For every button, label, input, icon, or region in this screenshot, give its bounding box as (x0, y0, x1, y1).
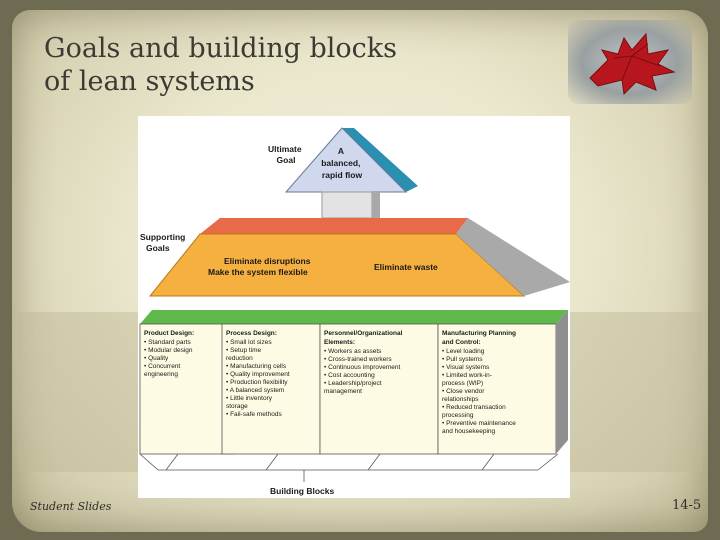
block-4-title-2: and Control: (442, 339, 481, 346)
maple-leaf-decoration (568, 20, 692, 104)
block-2-line: • Fail-safe methods (226, 411, 282, 418)
supporting-goals-label: Supporting Goals (140, 232, 188, 253)
building-block-4: Manufacturing Planning and Control: • Le… (437, 310, 568, 455)
building-block-3: Personnel/Organizational Elements: • Wor… (319, 310, 450, 455)
slide-title-line-1: Goals and building blocks (44, 33, 397, 64)
roof-side (342, 128, 418, 192)
block-2-line: storage (226, 403, 248, 410)
block-3-line: • Workers as assets (324, 348, 382, 355)
block-4-top (438, 310, 568, 324)
maple-leaf-icon (589, 32, 676, 96)
block-3-title-2: Elements: (324, 339, 355, 346)
block-4-line: • Limited work-in- (442, 372, 492, 379)
block-1-lines: • Standard parts • Modular design • Qual… (144, 339, 194, 378)
slide-title: Goals and building blocks of lean system… (44, 32, 464, 98)
diagram-svg: Ultimate Goal A balanced, rapid flow Sup… (139, 127, 570, 496)
ultimate-goal-label-1: Ultimate (268, 144, 302, 154)
block-2-line: • A balanced system (226, 387, 284, 394)
block-4-line: relationships (442, 396, 479, 403)
supporting-left-text: Eliminate disruptions Make the system fl… (208, 256, 313, 277)
block-4-line: and housekeeping (442, 428, 496, 435)
supporting-left-1: Eliminate disruptions (224, 256, 311, 266)
ultimate-goal-text: A balanced, rapid flow (321, 146, 363, 180)
block-3-title: Personnel/Organizational Elements: (324, 330, 404, 346)
block-4-line: process (WIP) (442, 380, 483, 387)
block-4-title: Manufacturing Planning and Control: (442, 330, 518, 346)
ultimate-goal-label: Ultimate Goal (268, 144, 304, 165)
supporting-left-2: Make the system flexible (208, 267, 308, 277)
block-1-front (139, 323, 235, 455)
supporting-goals-label-2: Goals (146, 243, 170, 253)
ultimate-goal-text-2: balanced, (321, 158, 360, 168)
block-2-line: reduction (226, 355, 253, 362)
block-2-line: • Little inventory (226, 395, 273, 402)
block-3-top (320, 310, 450, 324)
chimney-side (372, 192, 380, 218)
supporting-right-text: Eliminate waste (374, 262, 438, 272)
block-2-line: • Quality improvement (226, 371, 290, 378)
supporting-side (456, 218, 570, 296)
block-2-line: • Small lot sizes (226, 339, 272, 346)
building-blocks-label: Building Blocks (270, 486, 335, 496)
block-2-top (222, 310, 332, 324)
block-2-line: • Manufacturing cells (226, 363, 287, 370)
block-4-lines: • Level loading • Pull systems • Visual … (442, 348, 518, 435)
block-1-line: • Concurrent (144, 363, 180, 370)
block-2-title: Process Design: (226, 330, 277, 337)
supporting-goals-label-1: Supporting (140, 232, 185, 242)
block-4-side (556, 310, 568, 454)
block-3-line: • Continuous improvement (324, 364, 401, 371)
block-4-line: • Pull systems (442, 356, 483, 363)
slide-number: 14-5 (672, 498, 702, 513)
slide-title-line-2: of lean systems (44, 66, 255, 97)
block-3-lines: • Workers as assets • Cross-trained work… (324, 348, 402, 395)
block-4-line: processing (442, 412, 474, 419)
block-1-top (140, 310, 246, 324)
block-4-line: • Reduced transaction (442, 404, 506, 411)
chimney (321, 191, 373, 219)
building-blocks-bracket (139, 453, 559, 482)
block-1-line: • Modular design (144, 347, 193, 354)
block-3-title-1: Personnel/Organizational (324, 330, 403, 337)
block-4-line: • Visual systems (442, 364, 490, 371)
block-2-line: • Production flexibility (226, 379, 288, 386)
block-3-line: • Cross-trained workers (324, 356, 392, 363)
block-3-line: • Leadership/project (324, 380, 382, 387)
ultimate-goal-text-1: A (338, 146, 344, 156)
block-1-line: • Quality (144, 355, 169, 362)
block-4-title-1: Manufacturing Planning (442, 330, 516, 337)
ultimate-goal-label-2: Goal (277, 155, 296, 165)
building-block-2: Process Design: • Small lot sizes • Setu… (221, 310, 332, 455)
supporting-top (200, 218, 468, 234)
block-3-front (319, 323, 439, 455)
block-2-line: • Setup time (226, 347, 262, 354)
block-4-line: • Close vendor (442, 388, 485, 395)
block-1-title: Product Design: (144, 330, 194, 337)
footer-left: Student Slides (30, 500, 112, 513)
block-2-front (221, 323, 321, 455)
block-3-line: management (324, 388, 362, 395)
block-4-line: • Preventive maintenance (442, 420, 516, 427)
ultimate-goal-text-3: rapid flow (322, 170, 363, 180)
block-1-line: • Standard parts (144, 339, 191, 346)
lean-systems-diagram: Ultimate Goal A balanced, rapid flow Sup… (138, 116, 570, 498)
block-4-line: • Level loading (442, 348, 485, 355)
block-3-line: • Cost accounting (324, 372, 375, 379)
block-2-lines: • Small lot sizes • Setup time reduction… (226, 339, 292, 418)
block-1-line: engineering (144, 371, 178, 378)
